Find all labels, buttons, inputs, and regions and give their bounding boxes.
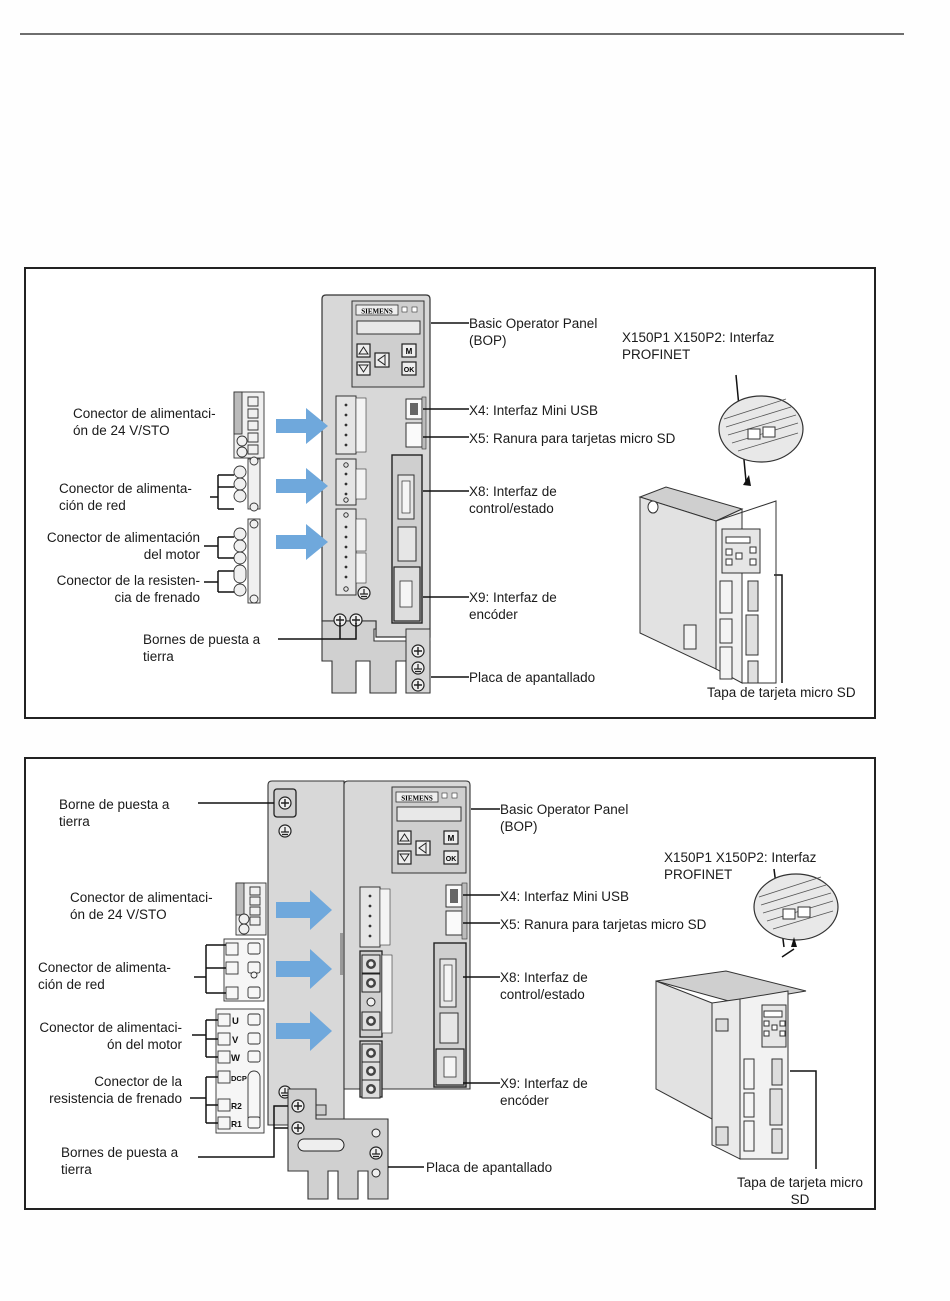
arrow-24v: [276, 408, 328, 444]
leader-lines-1: [204, 322, 783, 683]
power-module: [267, 780, 345, 1126]
drive-isometric-1: [638, 486, 777, 684]
label-conn-motor: Conector de alimentaci-ón del motor: [39, 1020, 182, 1052]
ok-button: [443, 850, 459, 865]
arrows-1: [276, 408, 328, 560]
back-button: [374, 352, 390, 368]
m-button: [443, 830, 459, 845]
arrows-2: [276, 890, 332, 1051]
label-x5-sd-slot: X5: Ranura para tarjetas micro SD: [500, 917, 707, 932]
profinet-detail-bubble: [718, 395, 804, 463]
ok-button: [401, 361, 417, 376]
label-conn-24v: Conector de alimentaci-ón de 24 V/STO: [73, 406, 216, 438]
brand-text: SIEMENS: [361, 308, 393, 316]
header-rule: [20, 33, 904, 35]
shield-plate-2: [287, 1088, 389, 1200]
profinet-detail-bubble-2: [753, 873, 839, 941]
plug-motor-brake-2: U V W DCP R2 R1: [215, 1008, 265, 1134]
label-shield-plate: Placa de apantallado: [469, 670, 596, 685]
terminal-mark-w: W: [231, 1053, 240, 1064]
arrow-mains: [276, 468, 328, 504]
label-conn-mains: Conector de alimenta-ción de red: [59, 481, 192, 513]
up-button: [397, 830, 412, 845]
svg-text:M: M: [448, 834, 455, 843]
label-x4-usb: X4: Interfaz Mini USB: [469, 403, 599, 418]
plug-mains-2: [223, 938, 265, 1002]
down-button: [356, 361, 371, 376]
back-button: [415, 840, 431, 856]
drive-illustration-2: SIEMENS M OK: [190, 780, 839, 1200]
figure-booksize-drive: SIEMENS M OK: [24, 757, 876, 1210]
leader-lines-2: [190, 802, 817, 1169]
svg-text:M: M: [406, 347, 413, 356]
svg-text:OK: OK: [446, 856, 457, 863]
label-conn-brake: Conector de la resisten-cia de frenado: [56, 573, 200, 605]
label-shield-plate: Placa de apantallado: [426, 1160, 553, 1175]
terminal-mark-u: U: [232, 1016, 239, 1027]
label-bop: Basic Operator Panel(BOP): [469, 316, 598, 348]
drive-front-1: SIEMENS M OK: [321, 294, 431, 694]
plug-24v-2: [235, 882, 267, 936]
down-button: [397, 850, 412, 865]
plug-24v: [233, 391, 265, 459]
label-conn-24v: Conector de alimentaci-ón de 24 V/STO: [70, 890, 213, 922]
svg-text:OK: OK: [404, 367, 415, 374]
drive-front-2: SIEMENS M OK: [343, 780, 471, 1099]
drive-isometric-2: [655, 970, 807, 1160]
plug-mains: [233, 456, 261, 512]
plug-motor-brake: [233, 518, 261, 604]
terminal-mark-r1: R1: [231, 1119, 242, 1129]
arrow-motor: [276, 524, 328, 560]
terminal-mark-r2: R2: [231, 1101, 242, 1111]
label-bop: Basic Operator Panel(BOP): [500, 802, 629, 834]
brand-text: SIEMENS: [401, 795, 433, 803]
label-x4-usb: X4: Interfaz Mini USB: [500, 889, 630, 904]
label-x5-sd-slot: X5: Ranura para tarjetas micro SD: [469, 431, 676, 446]
drive-illustration-1: SIEMENS M OK: [204, 294, 804, 694]
label-sd-cover: Tapa de tarjeta micro SD: [707, 685, 856, 700]
m-button: [401, 343, 417, 358]
terminal-mark-v: V: [232, 1035, 239, 1046]
label-conn-mains: Conector de alimenta-ción de red: [38, 960, 171, 992]
figure-compact-drive: SIEMENS M OK: [24, 267, 876, 719]
terminal-mark-dcp: DCP: [231, 1074, 247, 1083]
up-button: [356, 343, 371, 358]
